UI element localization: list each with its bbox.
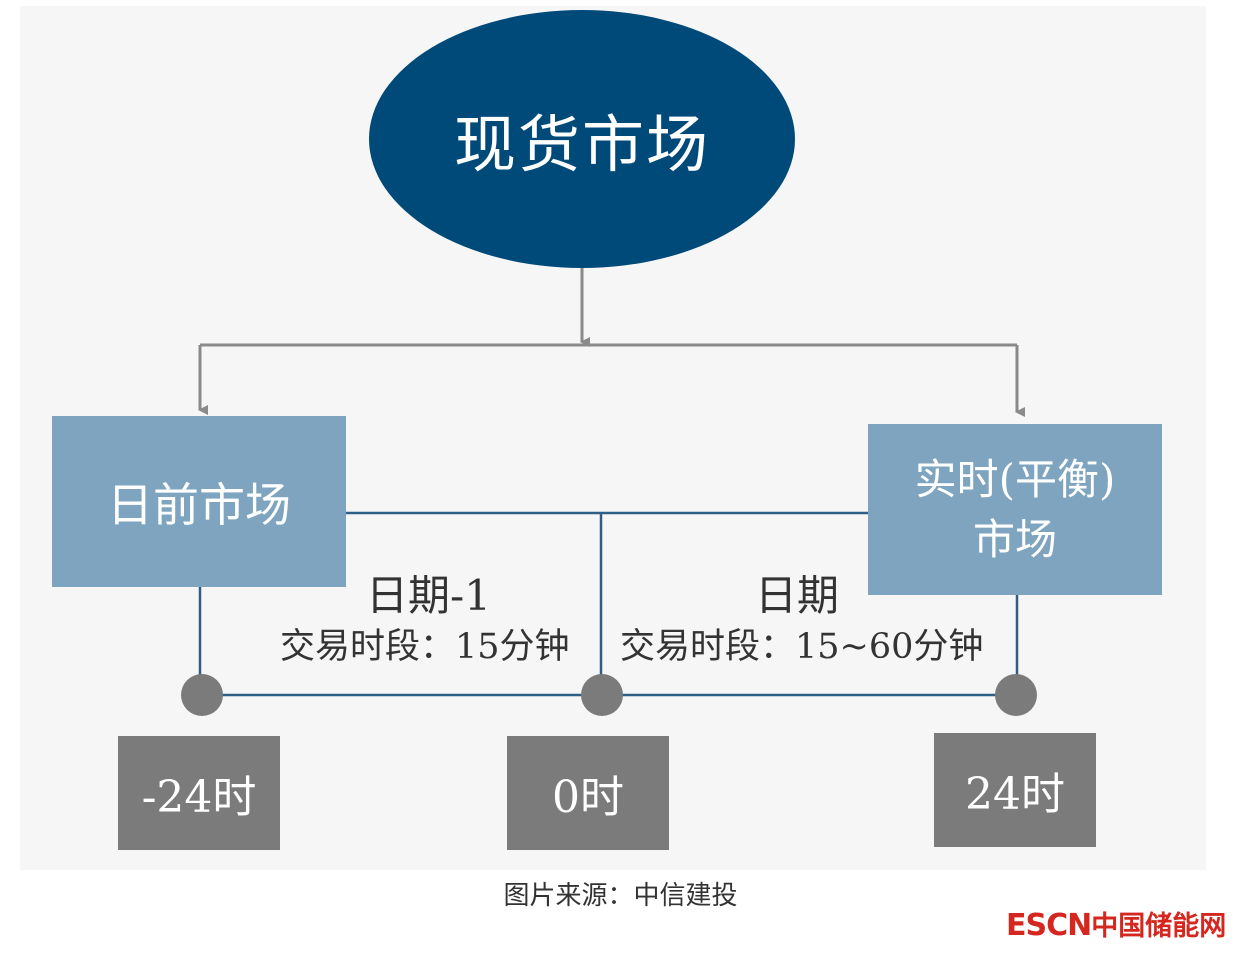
spot-market-node: 现货市场 [369,10,795,268]
timeline-node-center [581,674,623,716]
time-label-24: 24时 [965,769,1065,820]
timeline-node-left [181,674,223,716]
image-source-caption: 图片来源：中信建投 [503,881,738,911]
time-label-minus-24: -24时 [141,772,257,823]
time-box-0: 0时 [507,736,669,850]
timeline-node-right [995,674,1037,716]
logo-en: ESCN [1006,908,1092,943]
day-ahead-market-box: 日前市场 [52,416,346,587]
day-ahead-market-label: 日前市场 [107,477,291,532]
time-box-minus-24: -24时 [118,736,280,850]
logo-cn: 中国储能网 [1091,911,1227,942]
real-time-market-box: 实时(平衡) 市场 [868,424,1162,595]
right-period-title: 日期 [755,571,840,620]
time-box-24: 24时 [934,733,1096,847]
escn-logo: ESCN中国储能网 [1006,904,1226,943]
left-period-title: 日期-1 [366,571,491,620]
left-period-detail: 交易时段：15分钟 [280,627,570,667]
time-label-0: 0时 [552,772,624,823]
right-period-detail: 交易时段：15~60分钟 [620,627,984,667]
real-time-market-label-line1: 实时(平衡) [914,454,1116,504]
spot-market-label: 现货市场 [453,108,710,181]
real-time-market-label-line2: 市场 [972,514,1057,564]
